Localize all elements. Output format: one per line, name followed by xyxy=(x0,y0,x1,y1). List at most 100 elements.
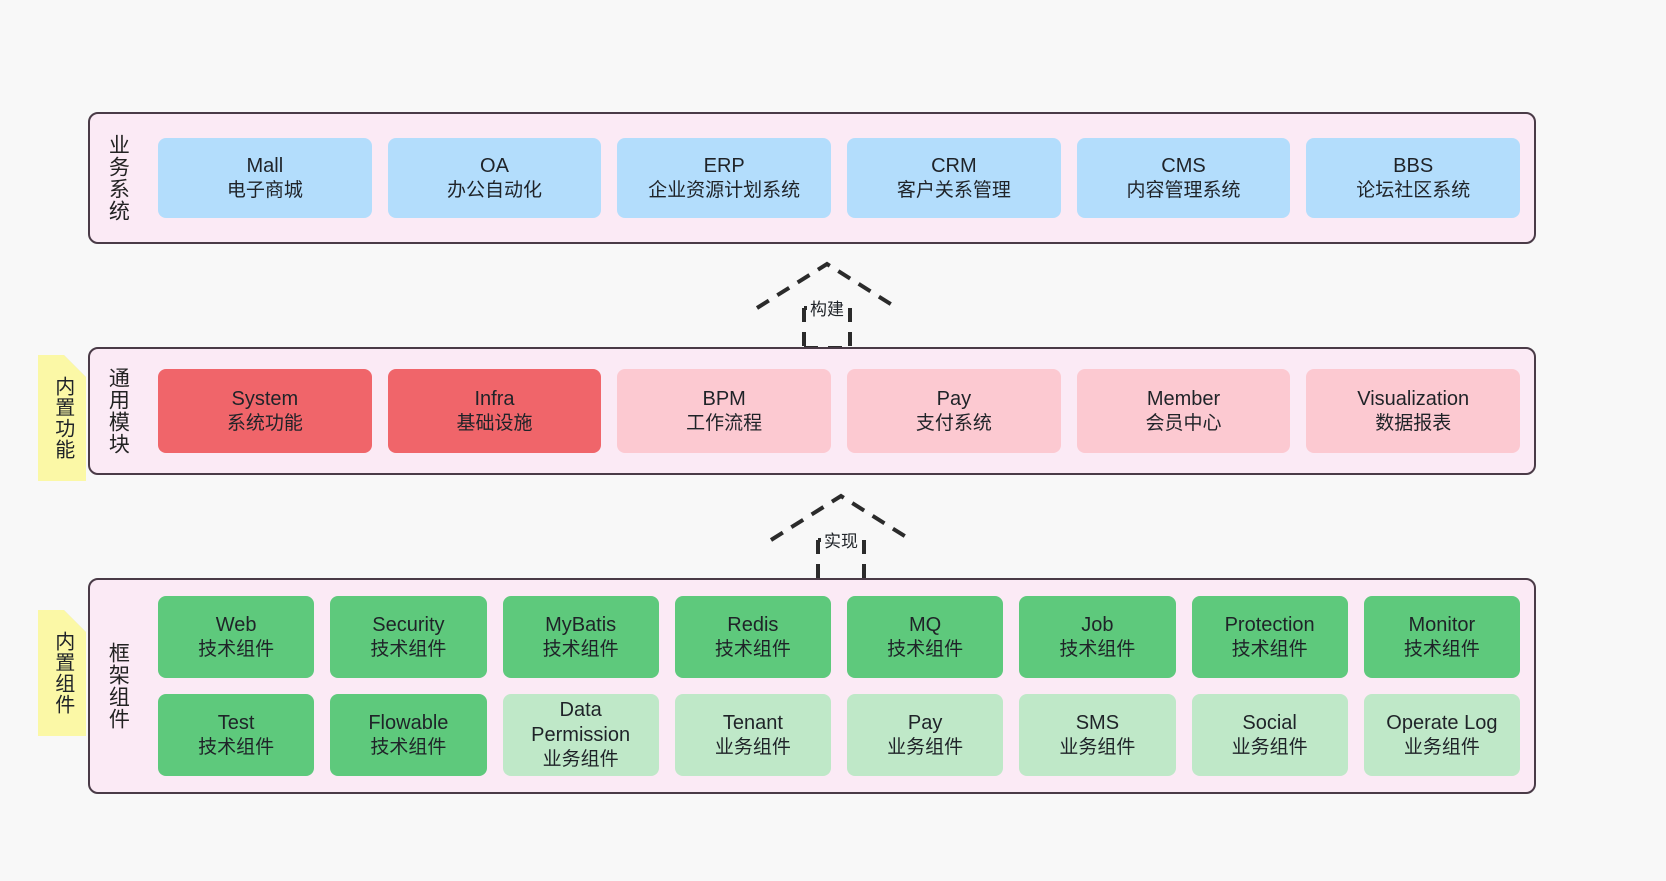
card-subtitle: 技术组件 xyxy=(198,736,275,758)
card-system[interactable]: System 系统功能 xyxy=(158,369,372,453)
card-subtitle: 技术组件 xyxy=(542,638,619,660)
connector-build: 构建 xyxy=(752,258,902,350)
card-title: BPM xyxy=(702,387,746,410)
card-test[interactable]: Test 技术组件 xyxy=(158,694,315,776)
card-subtitle: 企业资源计划系统 xyxy=(648,179,801,201)
card-subtitle: 技术组件 xyxy=(1403,638,1480,660)
card-subtitle: 业务组件 xyxy=(1059,736,1136,758)
card-subtitle: 技术组件 xyxy=(887,638,964,660)
card-pay-business[interactable]: Pay 业务组件 xyxy=(847,694,1004,776)
connector-build-shape xyxy=(755,261,899,350)
card-mybatis[interactable]: MyBatis 技术组件 xyxy=(502,596,659,678)
card-title: Mall xyxy=(246,154,284,177)
layer-title-common-module: 通用模块 xyxy=(106,367,130,455)
card-title: Pay xyxy=(936,387,972,410)
card-subtitle: 技术组件 xyxy=(1231,638,1308,660)
card-mall[interactable]: Mall 电子商城 xyxy=(158,138,372,218)
card-subtitle: 技术组件 xyxy=(370,638,447,660)
card-title: CRM xyxy=(931,154,977,177)
card-subtitle: 电子商城 xyxy=(226,179,303,201)
card-title: SMS xyxy=(1075,711,1120,734)
card-bpm[interactable]: BPM 工作流程 xyxy=(617,369,832,453)
card-title: CMS xyxy=(1161,154,1206,177)
card-title: ERP xyxy=(703,154,745,177)
card-pay[interactable]: Pay 支付系统 xyxy=(847,369,1061,453)
card-subtitle: 客户关系管理 xyxy=(896,179,1011,201)
card-monitor[interactable]: Monitor 技术组件 xyxy=(1363,596,1520,678)
card-subtitle: 支付系统 xyxy=(915,412,992,434)
card-subtitle: 基础设施 xyxy=(456,412,533,434)
connector-implement-label: 实现 xyxy=(821,527,861,552)
card-subtitle: 业务组件 xyxy=(1403,736,1480,758)
note-builtin-function: 内置功能 xyxy=(38,355,86,481)
card-redis[interactable]: Redis 技术组件 xyxy=(674,596,831,678)
card-title: Pay xyxy=(907,711,943,734)
card-title: OA xyxy=(480,154,509,177)
card-title: Infra xyxy=(474,387,515,410)
card-job[interactable]: Job 技术组件 xyxy=(1019,596,1176,678)
card-protection[interactable]: Protection 技术组件 xyxy=(1191,596,1348,678)
card-subtitle: 论坛社区系统 xyxy=(1356,179,1471,201)
card-subtitle: 业务组件 xyxy=(714,736,791,758)
card-subtitle: 内容管理系统 xyxy=(1126,179,1241,201)
note-fold-corner-icon xyxy=(64,355,86,377)
card-bbs[interactable]: BBS 论坛社区系统 xyxy=(1306,138,1521,218)
card-security[interactable]: Security 技术组件 xyxy=(330,596,487,678)
card-title: Visualization xyxy=(1357,387,1470,410)
card-visualization[interactable]: Visualization 数据报表 xyxy=(1306,369,1521,453)
layer-body-business-system: Mall 电子商城 OA 办公自动化 ERP 企业资源计划系统 CRM 客户关系… xyxy=(144,114,1534,242)
card-subtitle: 数据报表 xyxy=(1375,412,1452,434)
card-title: Web xyxy=(215,613,257,636)
card-subtitle: 技术组件 xyxy=(370,736,447,758)
card-title: BBS xyxy=(1393,154,1434,177)
connector-implement-shape xyxy=(769,493,913,582)
card-subtitle: 会员中心 xyxy=(1145,412,1222,434)
card-subtitle: 业务组件 xyxy=(1231,736,1308,758)
card-subtitle: 业务组件 xyxy=(887,736,964,758)
card-title: Protection xyxy=(1224,613,1315,636)
card-subtitle: 工作流程 xyxy=(686,412,763,434)
card-cms[interactable]: CMS 内容管理系统 xyxy=(1076,138,1291,218)
card-subtitle: 技术组件 xyxy=(1059,638,1136,660)
card-erp[interactable]: ERP 企业资源计划系统 xyxy=(617,138,832,218)
card-member[interactable]: Member 会员中心 xyxy=(1076,369,1291,453)
card-title: Job xyxy=(1081,613,1114,636)
card-sms[interactable]: SMS 业务组件 xyxy=(1019,694,1176,776)
note-fold-corner-icon xyxy=(64,610,86,632)
card-oa[interactable]: OA 办公自动化 xyxy=(387,138,602,218)
card-row: System 系统功能 Infra 基础设施 BPM 工作流程 Pay 支付系统… xyxy=(158,369,1521,453)
card-subtitle: 办公自动化 xyxy=(447,179,543,201)
card-title: Security xyxy=(372,613,445,636)
card-title: Test xyxy=(217,711,255,734)
card-operate-log[interactable]: Operate Log 业务组件 xyxy=(1363,694,1520,776)
note-label: 内置组件 xyxy=(51,631,74,715)
card-row: Web 技术组件 Security 技术组件 MyBatis 技术组件 Redi… xyxy=(158,596,1520,678)
card-title: Social xyxy=(1242,711,1297,734)
note-label: 内置功能 xyxy=(51,376,74,460)
card-infra[interactable]: Infra 基础设施 xyxy=(387,369,602,453)
card-mq[interactable]: MQ 技术组件 xyxy=(847,596,1004,678)
card-subtitle: 系统功能 xyxy=(226,412,303,434)
card-title: Data Permission xyxy=(531,699,631,747)
card-title: MQ xyxy=(909,613,942,636)
layer-business-system: 业务系统 Mall 电子商城 OA 办公自动化 ERP 企业资源计划系统 CRM… xyxy=(88,112,1536,244)
card-tenant[interactable]: Tenant 业务组件 xyxy=(674,694,831,776)
card-web[interactable]: Web 技术组件 xyxy=(158,596,315,678)
card-crm[interactable]: CRM 客户关系管理 xyxy=(847,138,1061,218)
card-title: Monitor xyxy=(1408,613,1476,636)
card-flowable[interactable]: Flowable 技术组件 xyxy=(330,694,487,776)
card-social[interactable]: Social 业务组件 xyxy=(1191,694,1348,776)
note-builtin-component: 内置组件 xyxy=(38,610,86,736)
card-title: Flowable xyxy=(368,711,449,734)
layer-title-business-system: 业务系统 xyxy=(106,134,130,222)
card-title: Member xyxy=(1146,387,1221,410)
layer-common-module: 通用模块 System 系统功能 Infra 基础设施 BPM 工作流程 Pay… xyxy=(88,347,1536,475)
layer-body-common-module: System 系统功能 Infra 基础设施 BPM 工作流程 Pay 支付系统… xyxy=(144,349,1534,473)
card-data-permission[interactable]: Data Permission 业务组件 xyxy=(502,694,659,776)
connector-implement: 实现 xyxy=(766,490,916,582)
card-title: Redis xyxy=(727,613,779,636)
connector-build-label: 构建 xyxy=(807,295,847,320)
card-row: Mall 电子商城 OA 办公自动化 ERP 企业资源计划系统 CRM 客户关系… xyxy=(158,138,1521,218)
layer-title-framework-component: 框架组件 xyxy=(106,642,130,730)
